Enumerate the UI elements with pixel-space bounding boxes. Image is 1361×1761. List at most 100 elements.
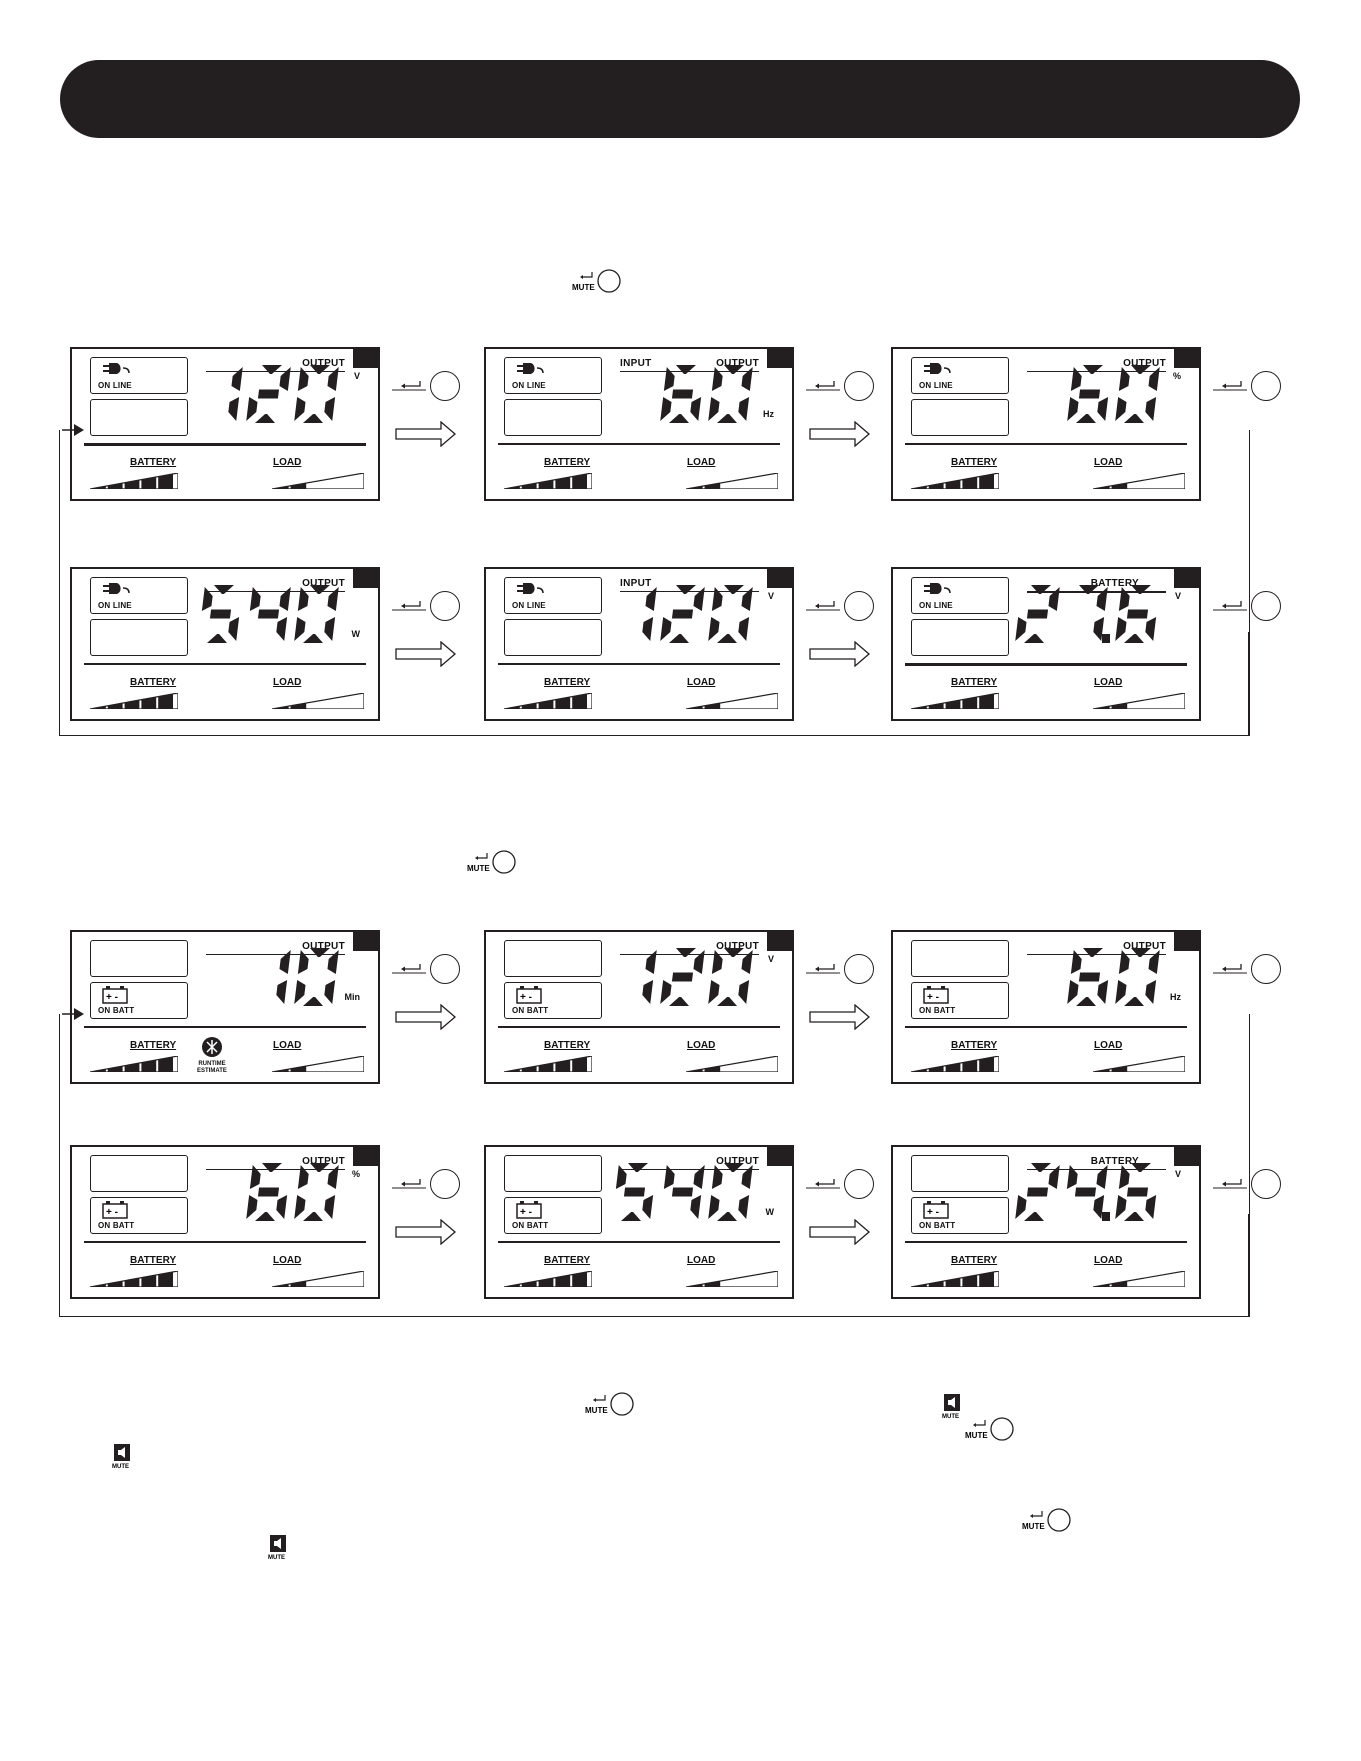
flow-arrow-onbatt-4 (395, 1218, 457, 1250)
lcd-corner-block (767, 568, 793, 588)
mode-label: ON LINE (512, 381, 546, 390)
lcd-header: OUTPUT (302, 358, 345, 369)
lcd-separator (498, 443, 780, 445)
online-loop-connector (59, 430, 1250, 736)
step-key-circle (430, 591, 460, 621)
battery-label: BATTERY (130, 1040, 177, 1051)
step-key-circle (844, 954, 874, 984)
lcd-onbatt-1: + -ON BATT OUTPUT Min BATTERY LOAD RUNTI… (70, 930, 380, 1084)
flow-arrow-onbatt-5 (809, 1218, 871, 1250)
svg-text:MUTE: MUTE (112, 1464, 129, 1469)
lcd-indicator-top (911, 940, 1009, 977)
mute-key-reference-5: MUTE (1022, 1507, 1072, 1533)
step-key-circle (430, 954, 460, 984)
step-key-circle (1251, 954, 1281, 984)
lcd-corner-block (767, 1146, 793, 1166)
load-label: LOAD (687, 1040, 716, 1051)
lcd-onbatt-2: + -ON BATT OUTPUT V BATTERY LOAD (484, 930, 794, 1084)
lcd-value-digits (1067, 365, 1161, 443)
lcd-online-2: ON LINE INPUT OUTPUT Hz BATTERY LOAD (484, 347, 794, 501)
lcd-header: OUTPUT (1123, 941, 1166, 952)
lcd-corner-block (353, 348, 379, 368)
lcd-onbatt-3: + -ON BATT OUTPUT Hz BATTERY LOAD (891, 930, 1201, 1084)
load-label: LOAD (687, 677, 716, 688)
lcd-indicator-bottom: + -ON BATT (504, 1197, 602, 1234)
mode-label: ON LINE (919, 601, 953, 610)
mute-key-reference-1: MUTE (572, 268, 622, 294)
svg-text:MUTE: MUTE (467, 864, 490, 873)
section-title-bar (60, 60, 1300, 138)
lcd-value-digits (1015, 1163, 1161, 1241)
lcd-indicator-bottom (911, 619, 1009, 656)
onbatt-loop-connector (59, 1014, 1250, 1317)
lcd-indicator-top: ON LINE (504, 577, 602, 614)
load-label: LOAD (1094, 677, 1123, 688)
load-label: LOAD (273, 1040, 302, 1051)
flow-arrow-onbatt-1 (395, 1003, 457, 1035)
mute-speaker-icon-3: MUTE (268, 1534, 290, 1560)
enter-icon (392, 1177, 428, 1196)
lcd-value-digits (612, 585, 754, 663)
lcd-value-digits (246, 948, 340, 1026)
battery-label: BATTERY (130, 1255, 177, 1266)
lcd-online-1: ON LINE OUTPUT V BATTERY LOAD (70, 347, 380, 501)
lcd-indicator-top: ON LINE (911, 357, 1009, 394)
battery-level-bar (910, 472, 1000, 494)
mode-label: ON LINE (512, 601, 546, 610)
lcd-separator (84, 1241, 366, 1243)
lcd-separator (84, 1026, 366, 1028)
lcd-value-digits (660, 365, 754, 443)
lcd-header: INPUT (620, 358, 652, 369)
lcd-header: OUTPUT (302, 578, 345, 589)
svg-text:MUTE: MUTE (268, 1555, 285, 1560)
lcd-separator (905, 443, 1187, 445)
lcd-online-6: ON LINE BATTERY V BATTERY LOAD (891, 567, 1201, 721)
plug-icon (922, 361, 952, 382)
lcd-corner-block (1174, 568, 1200, 588)
lcd-header-rule (206, 1169, 345, 1170)
lcd-value-digits (246, 1163, 340, 1241)
lcd-separator (498, 1026, 780, 1028)
enter-icon (392, 599, 428, 618)
lcd-indicator-top: ON LINE (911, 577, 1009, 614)
mode-label: ON LINE (98, 601, 132, 610)
lcd-indicator-top (90, 940, 188, 977)
svg-text:MUTE: MUTE (965, 1431, 988, 1440)
load-label: LOAD (273, 457, 302, 468)
online-loop-arrowhead (62, 423, 86, 442)
battery-level-bar (910, 1270, 1000, 1292)
lcd-unit: % (351, 1169, 360, 1179)
lcd-onbatt-5: + -ON BATT OUTPUT W BATTERY LOAD (484, 1145, 794, 1299)
plug-icon (515, 361, 545, 382)
battery-icon: + - (515, 1201, 545, 1224)
step-key-circle (1251, 591, 1281, 621)
lcd-header: INPUT (620, 578, 652, 589)
enter-icon (1213, 962, 1249, 981)
lcd-header: BATTERY (1090, 1156, 1139, 1167)
plug-icon (515, 581, 545, 602)
lcd-indicator-bottom (504, 399, 602, 436)
lcd-unit: V (767, 591, 774, 601)
enter-icon (806, 599, 842, 618)
step-key-circle (1251, 371, 1281, 401)
lcd-header: OUTPUT (302, 1156, 345, 1167)
lcd-separator (84, 663, 366, 665)
mute-key-label: MUTE (572, 283, 595, 292)
flow-arrow-onbatt-2 (809, 1003, 871, 1035)
onbatt-loop-right-riser (1248, 1214, 1250, 1317)
lcd-indicator-bottom: + -ON BATT (90, 1197, 188, 1234)
step-key-circle (430, 371, 460, 401)
lcd-value-digits (1067, 948, 1161, 1026)
load-label: LOAD (1094, 457, 1123, 468)
lcd-value-digits (1015, 585, 1161, 663)
load-label: LOAD (1094, 1040, 1123, 1051)
lcd-indicator-top (504, 940, 602, 977)
lcd-unit: V (1174, 1169, 1181, 1179)
battery-label: BATTERY (951, 1255, 998, 1266)
lcd-separator (905, 1241, 1187, 1243)
lcd-onbatt-6: + -ON BATT BATTERY V BATTERY LOAD (891, 1145, 1201, 1299)
lcd-value-digits (612, 1163, 754, 1241)
lcd-unit: W (351, 629, 361, 639)
lcd-value-digits (198, 365, 340, 443)
